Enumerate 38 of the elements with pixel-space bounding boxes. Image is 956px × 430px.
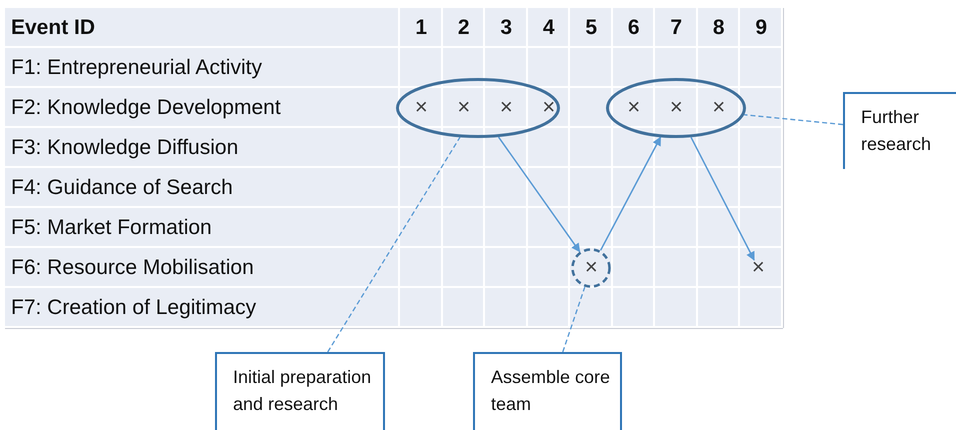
callout-text: Initial preparation and research: [233, 366, 372, 416]
event-number: 6: [628, 16, 640, 40]
cross-mark: ×: [670, 96, 683, 118]
event-number: 3: [500, 16, 512, 40]
event-number: 5: [585, 16, 598, 40]
row-label: F4: Guidance of Search: [11, 176, 233, 200]
callout-text: Further research: [861, 106, 932, 156]
event-number: 7: [670, 16, 682, 40]
arrow: [498, 136, 580, 252]
callout-box: [843, 92, 956, 169]
event-number: 9: [755, 16, 768, 40]
cross-mark: ×: [500, 96, 513, 118]
row-label: F3: Knowledge Diffusion: [11, 136, 238, 160]
cross-mark: ×: [627, 96, 640, 118]
leader-line: [327, 136, 461, 352]
event-number: 1: [415, 16, 428, 40]
row-label: F5: Market Formation: [11, 216, 212, 240]
cross-mark: ×: [712, 96, 726, 118]
event-number: 4: [542, 16, 555, 40]
column-header: Event ID: [11, 16, 96, 40]
row-label: F1: Entrepreneurial Activity: [11, 56, 262, 80]
callout-box: [215, 352, 385, 430]
cross-mark: ×: [457, 96, 470, 118]
cross-mark: ×: [752, 256, 765, 278]
callout-text: Assemble core team: [491, 366, 612, 416]
cross-mark: ×: [542, 96, 556, 118]
arrow: [690, 136, 755, 261]
leader-line: [744, 114, 844, 126]
event-number: 2: [458, 16, 470, 40]
leader-line: [562, 286, 586, 352]
arrow: [600, 136, 662, 251]
callout-box: [473, 352, 622, 430]
cross-mark: ×: [584, 256, 598, 278]
row-label: F2: Knowledge Development: [11, 96, 281, 120]
row-label: F7: Creation of Legitimacy: [11, 296, 256, 320]
cross-mark: ×: [414, 96, 428, 118]
row-label: F6: Resource Mobilisation: [11, 256, 254, 280]
event-number: 8: [712, 16, 725, 40]
